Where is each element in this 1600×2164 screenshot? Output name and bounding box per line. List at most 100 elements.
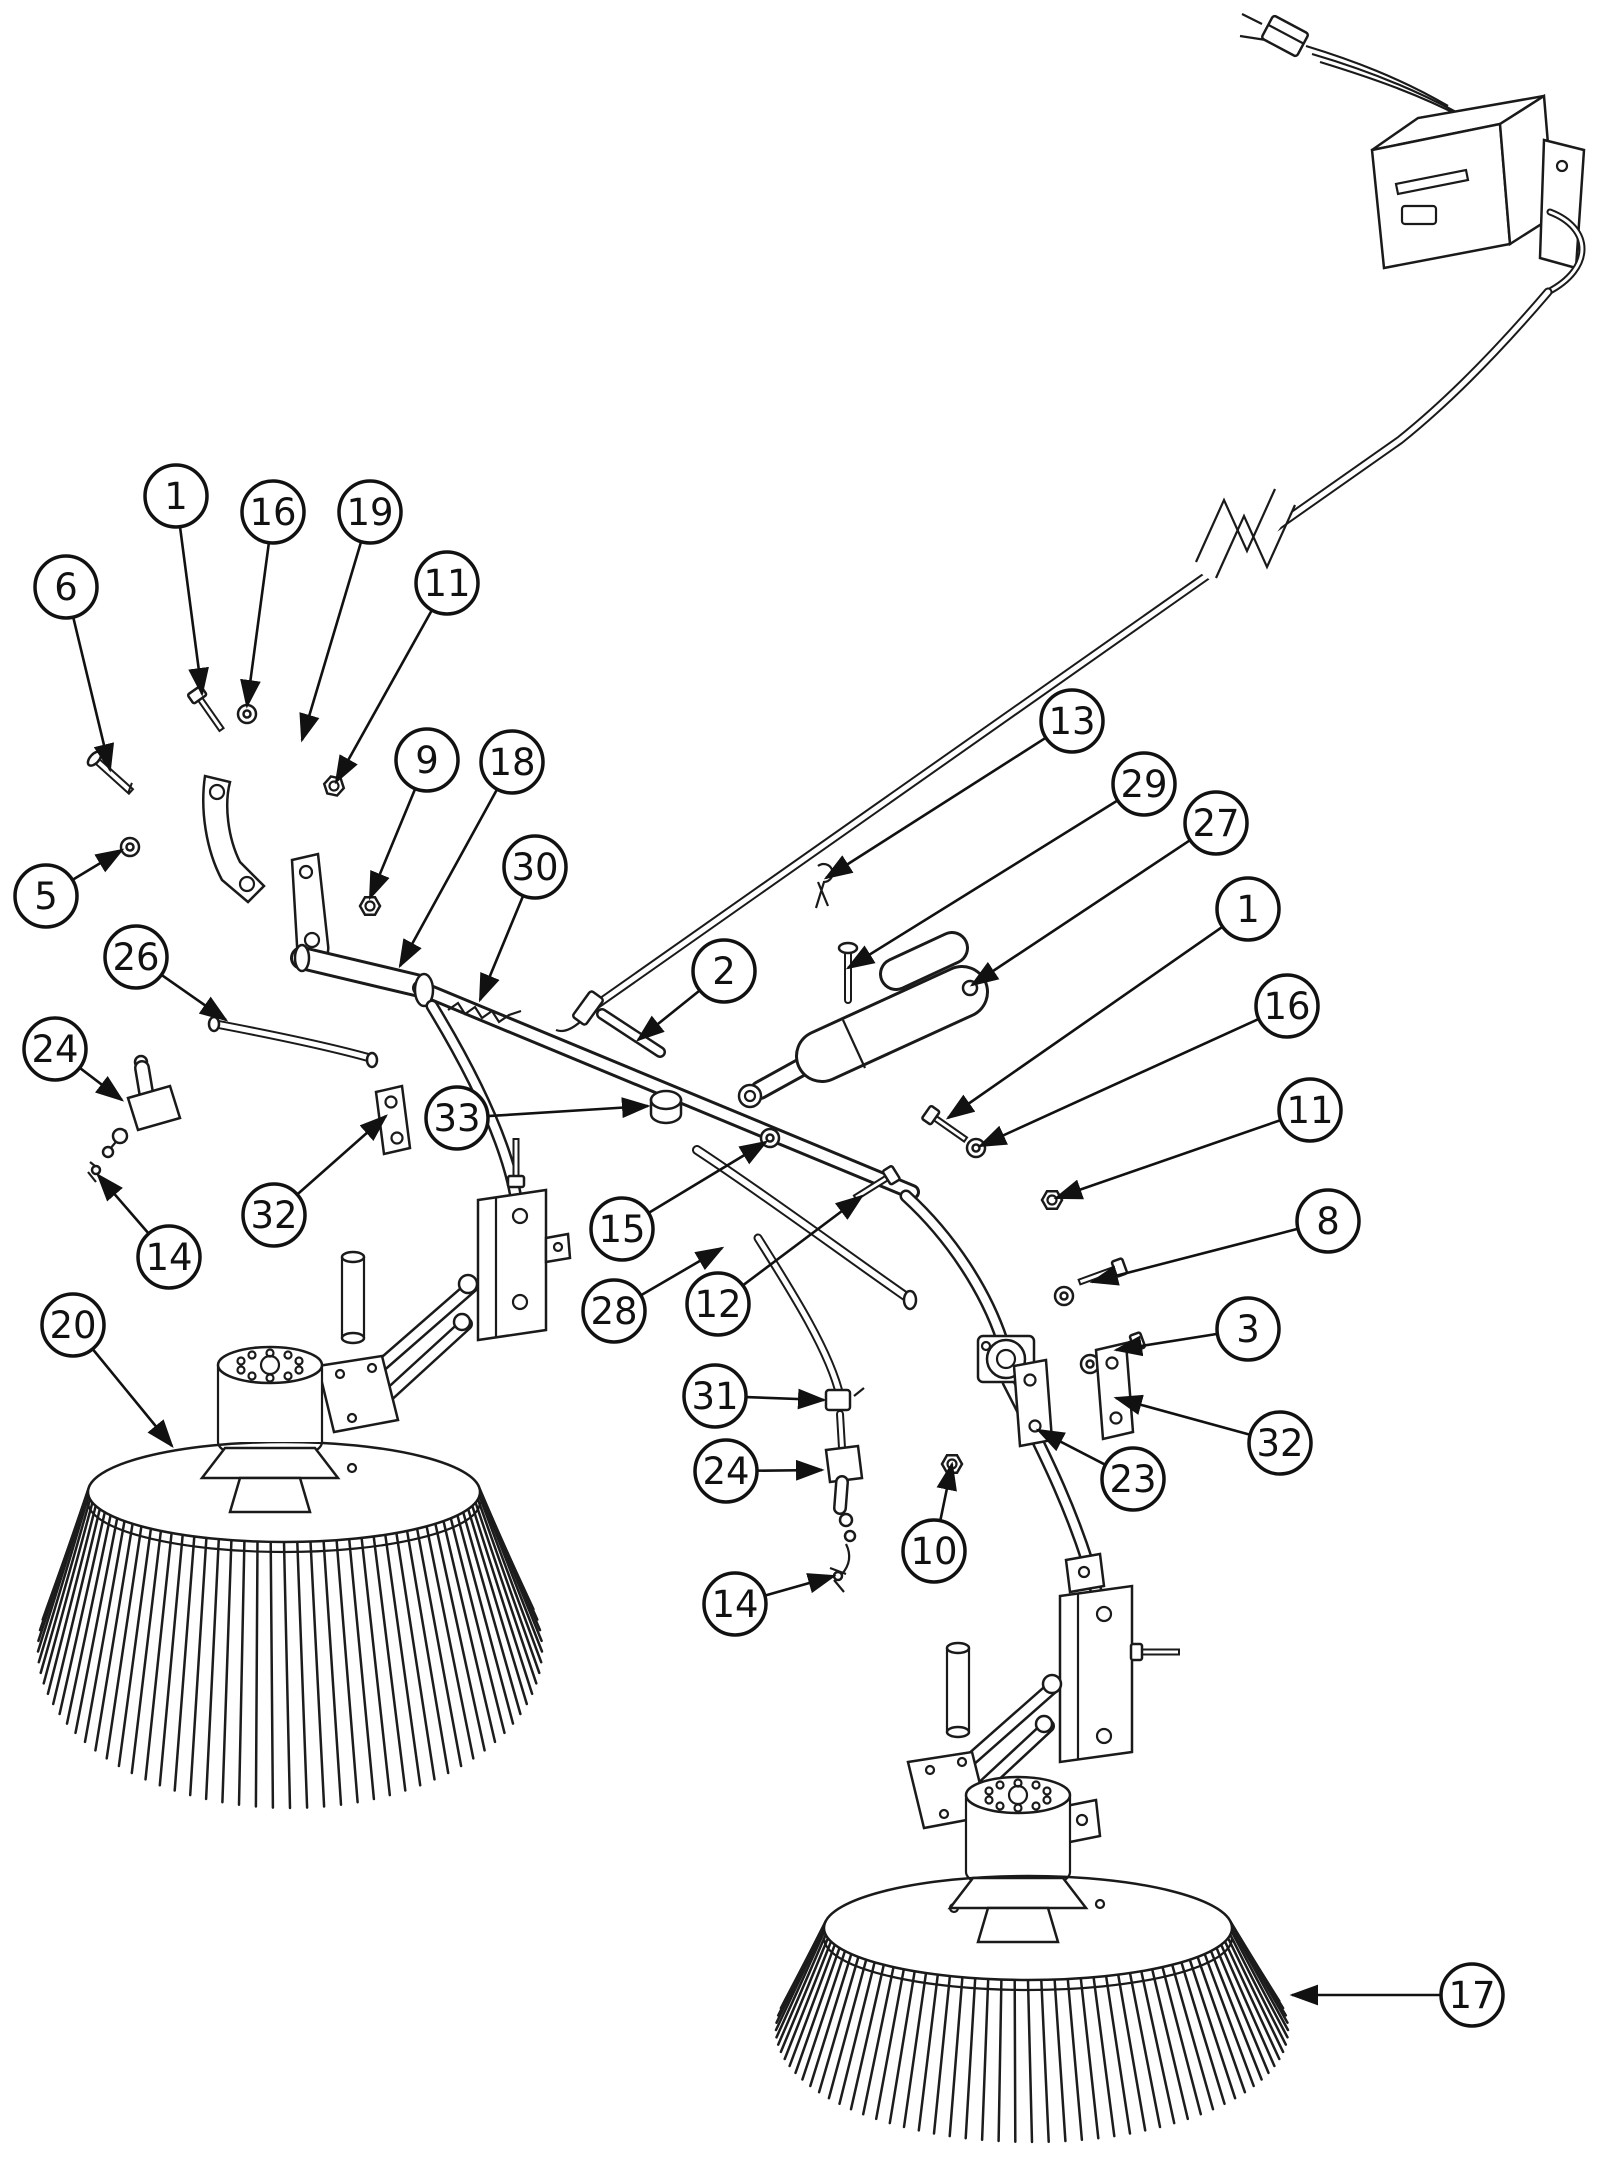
disc-rim xyxy=(86,1501,482,1554)
wire-1 xyxy=(1305,44,1449,107)
callout-circle xyxy=(1215,876,1281,942)
leader-line xyxy=(240,542,271,709)
callout-number: 17 xyxy=(1448,1974,1495,2017)
bristle xyxy=(997,1978,1003,2143)
callout-number: 18 xyxy=(488,741,535,784)
bristle xyxy=(1215,1946,1270,2075)
elbow-fitting-hub xyxy=(832,1570,844,1582)
bristle xyxy=(449,1516,506,1735)
arm-pivot xyxy=(457,1273,479,1295)
leader-line xyxy=(756,1459,825,1481)
callout-number: 3 xyxy=(1236,1308,1260,1351)
bristle xyxy=(282,1540,292,1810)
bristle xyxy=(74,1516,119,1735)
hose-fitting xyxy=(365,1051,379,1069)
bracket-hole xyxy=(1028,1419,1042,1433)
callout-circle xyxy=(22,1016,88,1082)
callout-circle xyxy=(502,834,568,900)
bristle xyxy=(384,1533,422,1787)
callout-circle xyxy=(1247,1410,1313,1476)
callout-circle xyxy=(1215,1296,1281,1362)
callout-1: 1 xyxy=(143,463,209,697)
conduit-end-fitting xyxy=(572,990,604,1026)
bristle xyxy=(130,1529,163,1775)
wire-2 xyxy=(1311,52,1457,113)
callout-12: 12 xyxy=(685,1194,865,1337)
bristle xyxy=(1209,1949,1263,2081)
bracket-hole xyxy=(1105,1356,1119,1370)
leader-line xyxy=(368,788,417,901)
mount-flap xyxy=(1538,138,1586,270)
callout-number: 13 xyxy=(1048,700,1095,743)
leader-line xyxy=(845,799,1119,970)
leader-line xyxy=(398,788,499,969)
bristle xyxy=(838,1961,876,2106)
bolt xyxy=(187,686,228,735)
leader-line xyxy=(1053,1118,1282,1200)
top-bracket xyxy=(1064,1552,1106,1594)
callout-13: 13 xyxy=(823,688,1105,880)
bristle xyxy=(478,1494,543,1664)
bristle xyxy=(1188,1958,1237,2100)
callout-number: 8 xyxy=(1316,1200,1340,1243)
callout-circle xyxy=(240,479,306,545)
bristle xyxy=(237,1539,246,1806)
callout-19: 19 xyxy=(299,479,403,743)
center-plumbing xyxy=(753,1233,865,1593)
callout-number: 19 xyxy=(346,491,393,534)
rod-clevis xyxy=(737,1083,763,1109)
bristle xyxy=(1230,1923,1289,2024)
bracket-hole xyxy=(208,783,226,801)
callout-33: 33 xyxy=(424,1085,651,1151)
bristle xyxy=(51,1507,102,1706)
bracket-hole xyxy=(511,1293,529,1311)
bristle xyxy=(779,1936,830,2054)
nut xyxy=(321,774,347,798)
bristle xyxy=(809,1952,853,2088)
callout-number: 10 xyxy=(910,1530,957,1573)
leader-line xyxy=(647,1140,769,1215)
bracket-hole xyxy=(298,864,314,880)
callout-15: 15 xyxy=(589,1140,769,1262)
bristle xyxy=(964,1976,977,2140)
callout-2: 2 xyxy=(635,938,757,1042)
bristle xyxy=(1230,1926,1290,2032)
hose-fitting xyxy=(207,1015,221,1033)
callout-5: 5 xyxy=(13,848,125,929)
callout-26: 26 xyxy=(103,924,229,1022)
bristle xyxy=(888,1969,916,2125)
callout-20: 20 xyxy=(40,1292,174,1449)
upper-bracket xyxy=(202,774,266,904)
fitting xyxy=(843,1529,857,1543)
brush-motor xyxy=(216,1345,324,1462)
callout-14: 14 xyxy=(702,1571,837,1637)
bristle xyxy=(1161,1965,1203,2116)
bristle xyxy=(372,1535,407,1792)
bracket-hole xyxy=(303,931,321,949)
bristle xyxy=(415,1527,463,1768)
callout-32: 32 xyxy=(241,1114,388,1248)
bristle xyxy=(849,1963,886,2111)
bristle xyxy=(296,1540,309,1809)
bristle xyxy=(204,1537,221,1801)
callout-17: 17 xyxy=(1289,1962,1505,2028)
callout-1: 1 xyxy=(945,876,1281,1120)
callout-number: 32 xyxy=(250,1194,297,1237)
bristle xyxy=(461,1510,522,1716)
callout-circle xyxy=(581,1278,647,1344)
disc-rim xyxy=(822,1937,1234,1992)
bristle xyxy=(322,1539,343,1806)
motor-base-plate xyxy=(947,1876,1089,1910)
bristle xyxy=(158,1533,184,1787)
bristle xyxy=(776,1933,827,2046)
left-plumbing xyxy=(87,1015,379,1183)
callout-circle xyxy=(337,479,403,545)
clevis-pin xyxy=(85,749,137,798)
callout-circle xyxy=(1183,790,1249,856)
leader-line xyxy=(71,616,115,773)
bristle xyxy=(788,1943,837,2068)
callout-3: 3 xyxy=(1113,1296,1281,1362)
callout-32: 32 xyxy=(1113,1394,1313,1476)
bristle xyxy=(83,1519,126,1744)
